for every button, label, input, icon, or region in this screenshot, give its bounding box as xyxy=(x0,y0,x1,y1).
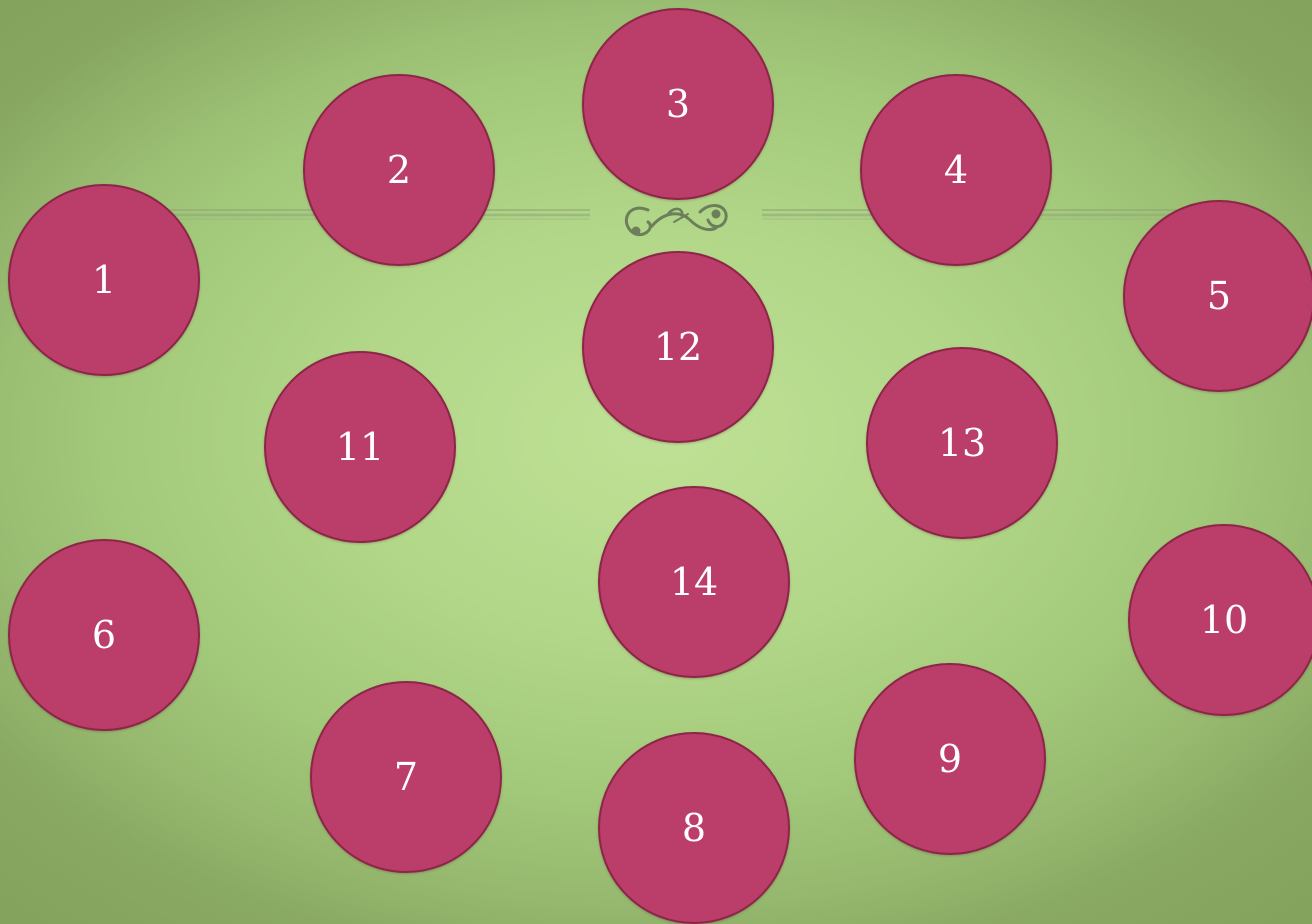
number-circle-8[interactable]: 8 xyxy=(598,732,790,924)
number-circle-6[interactable]: 6 xyxy=(8,539,200,731)
circle-label: 14 xyxy=(670,563,718,601)
circle-label: 2 xyxy=(387,151,411,189)
circle-label: 9 xyxy=(938,740,962,778)
flourish-ornament-icon xyxy=(626,205,726,234)
circle-label: 12 xyxy=(654,328,702,366)
number-circle-14[interactable]: 14 xyxy=(598,486,790,678)
circle-label: 7 xyxy=(394,758,418,796)
circle-label: 4 xyxy=(944,151,968,189)
number-circle-1[interactable]: 1 xyxy=(8,184,200,376)
number-circle-9[interactable]: 9 xyxy=(854,663,1046,855)
number-circle-12[interactable]: 12 xyxy=(582,251,774,443)
circle-label: 5 xyxy=(1207,277,1231,315)
circle-label: 13 xyxy=(938,424,986,462)
number-circle-11[interactable]: 11 xyxy=(264,351,456,543)
circle-label: 6 xyxy=(92,616,116,654)
circle-label: 1 xyxy=(92,261,116,299)
circle-label: 8 xyxy=(682,809,706,847)
number-circle-2[interactable]: 2 xyxy=(303,74,495,266)
circle-label: 10 xyxy=(1200,601,1248,639)
number-circle-3[interactable]: 3 xyxy=(582,8,774,200)
circle-label: 3 xyxy=(666,85,690,123)
number-circle-13[interactable]: 13 xyxy=(866,347,1058,539)
number-circle-5[interactable]: 5 xyxy=(1123,200,1312,392)
number-circle-10[interactable]: 10 xyxy=(1128,524,1312,716)
circle-label: 11 xyxy=(336,428,384,466)
number-circle-4[interactable]: 4 xyxy=(860,74,1052,266)
number-circle-7[interactable]: 7 xyxy=(310,681,502,873)
